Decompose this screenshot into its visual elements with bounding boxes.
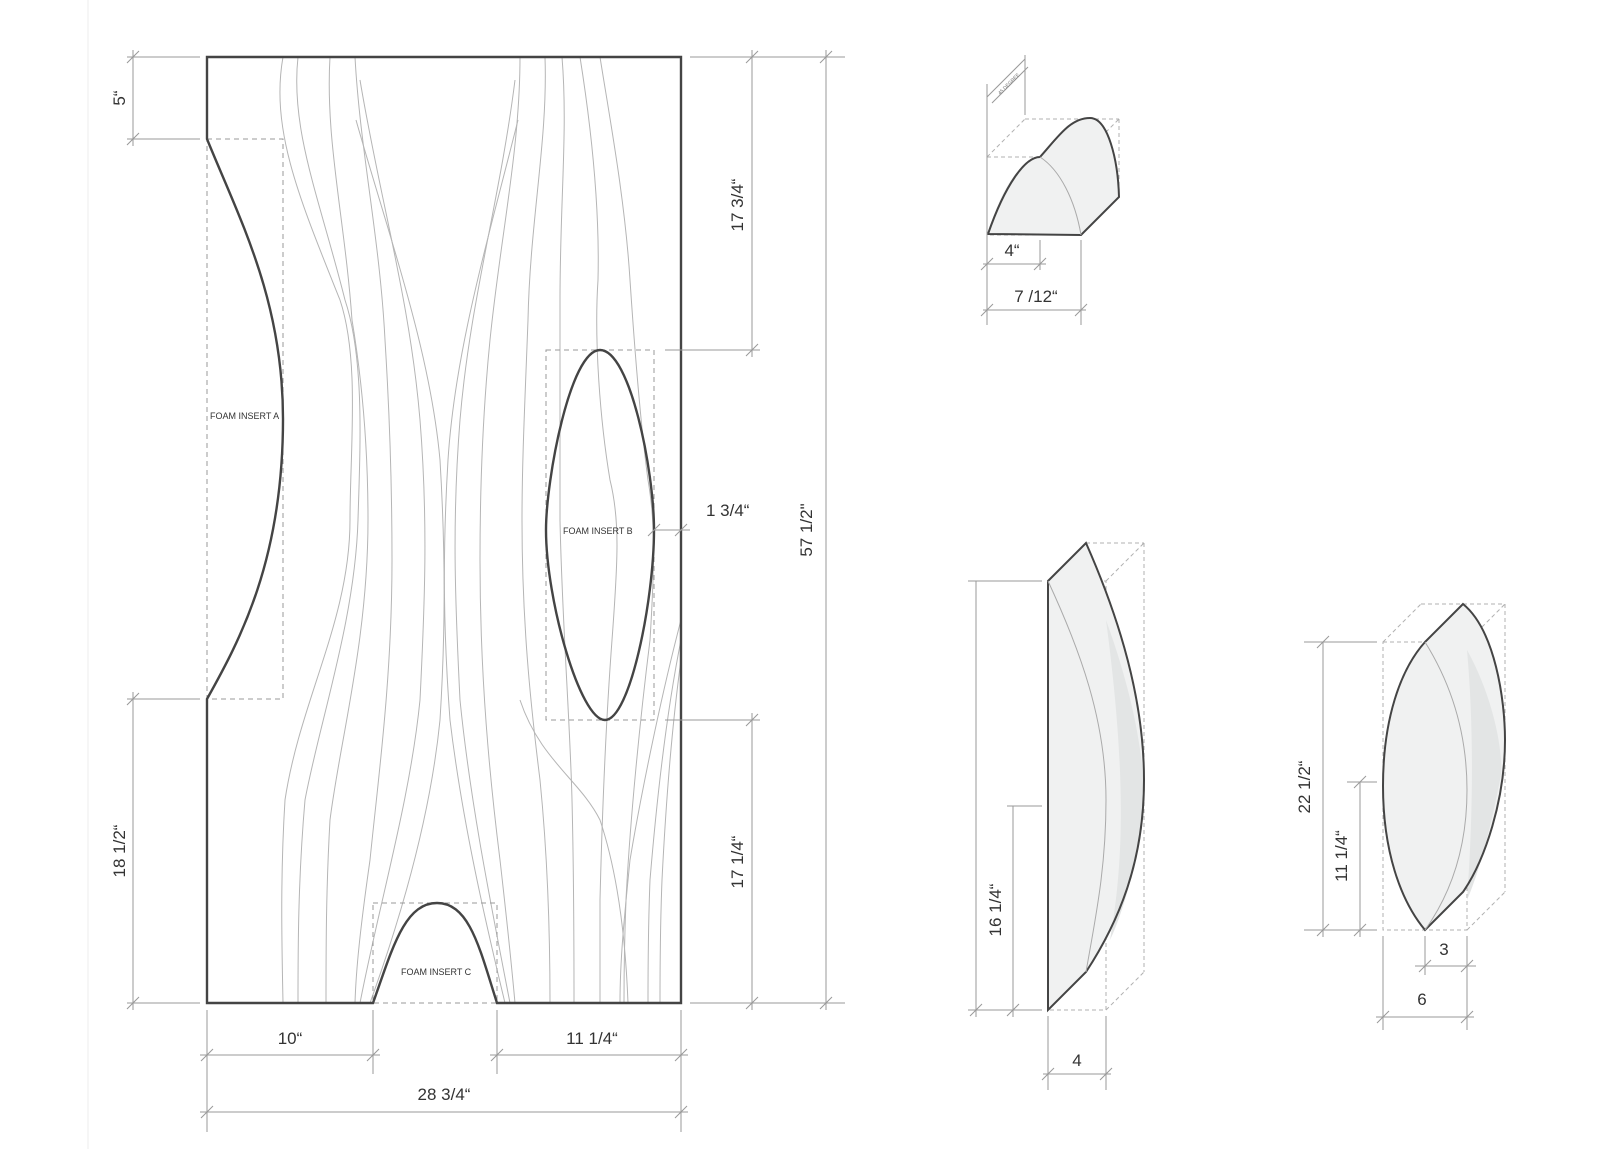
dim-bottom-left-width: 10“	[278, 1029, 303, 1048]
dim-piece-a-small: 4“	[1004, 241, 1019, 260]
dim-piece-c-height-total: 22 1/2“	[1295, 760, 1314, 813]
foam-piece-c: 22 1/2“ 11 1/4“ 3 6	[1295, 602, 1507, 1030]
insert-b-label: FOAM INSERT B	[563, 526, 633, 536]
dim-piece-c-width-large: 6	[1417, 990, 1426, 1009]
dim-piece-b-width: 4	[1072, 1051, 1081, 1070]
dim-piece-b-height: 16 1/4“	[986, 883, 1005, 936]
dim-total-height: 57 1/2"	[797, 503, 816, 556]
insert-a-label: FOAM INSERT A	[210, 411, 279, 421]
dim-piece-c-width-small: 3	[1439, 940, 1448, 959]
foam-piece-b: 16 1/4“ 4	[968, 541, 1146, 1090]
dim-bottom-right-width: 11 1/4“	[566, 1029, 618, 1048]
insert-b-shape	[544, 348, 656, 722]
insert-c-bounding-box	[372, 902, 498, 1004]
panel-outline	[205, 55, 683, 1005]
dim-insert-b-gap: 1 3/4“	[706, 501, 750, 520]
piece-a-tilt-note: 45 DEGREE	[997, 72, 1022, 97]
dim-lower-left: 18 1/2“	[110, 824, 129, 877]
dim-piece-c-height-half: 11 1/4“	[1332, 830, 1351, 882]
dim-upper-right: 17 3/4“	[728, 178, 747, 231]
dim-piece-a-large: 7 /12“	[1014, 287, 1058, 306]
dim-total-width: 28 3/4“	[418, 1085, 471, 1104]
main-dimension-lines	[126, 50, 845, 1132]
main-panel: FOAM INSERT A FOAM INSERT B FOAM INSERT …	[205, 55, 683, 1005]
dim-top-offset: 5“	[110, 90, 129, 105]
insert-c-label: FOAM INSERT C	[401, 967, 472, 977]
foam-piece-a: 45 DEGREE 4“ 7 /12“	[980, 55, 1121, 325]
dim-lower-right: 17 1/4“	[728, 835, 747, 888]
